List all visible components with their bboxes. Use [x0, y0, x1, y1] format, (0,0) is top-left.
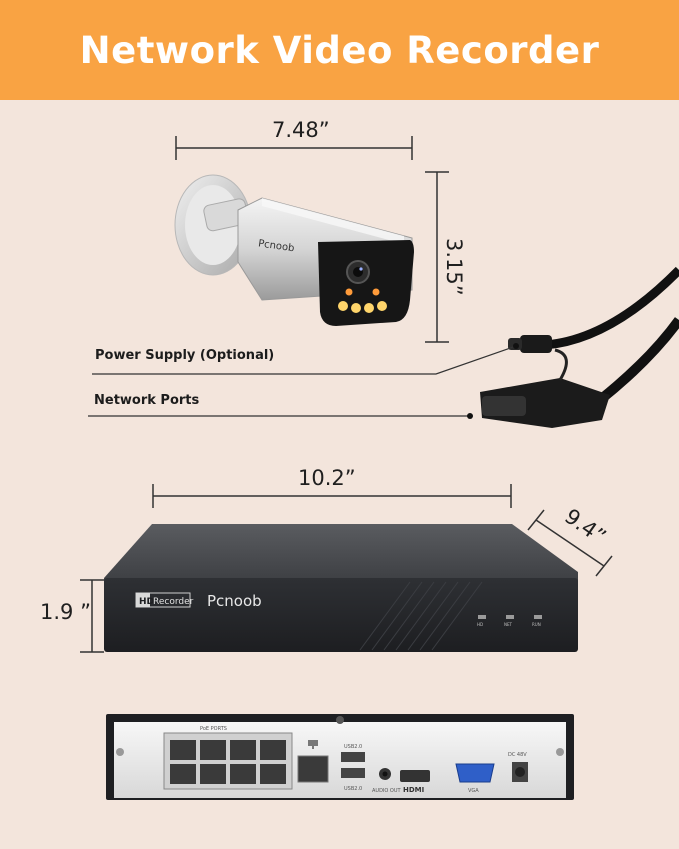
hd-badge: HD — [139, 597, 154, 607]
nvr-height-label: 1.9 ” — [40, 600, 91, 624]
dc-label: DC 48V — [508, 752, 527, 758]
nvr-width-dimension — [152, 484, 512, 508]
nvr-height-dimension — [80, 579, 104, 653]
usb-bottom-label: USB2.0 — [344, 786, 362, 792]
power-supply-label: Power Supply (Optional) — [95, 348, 275, 363]
nvr-depth-dimension — [527, 509, 613, 577]
camera-cables — [480, 266, 679, 428]
audio-out-label: AUDIO OUT — [372, 788, 402, 794]
led-hd-label: HD — [477, 622, 483, 627]
usb-top-label: USB2.0 — [344, 744, 362, 750]
hdmi-label: HDMI — [403, 786, 424, 794]
power-callout-line — [92, 343, 519, 375]
camera-width-label: 7.48” — [272, 118, 330, 142]
camera-brand-logo: Pcnoob — [257, 238, 295, 254]
nvr-back-panel — [106, 714, 574, 800]
bullet-camera — [174, 174, 414, 326]
nvr-brand-logo: Pcnoob — [207, 592, 262, 610]
network-ports-label: Network Ports — [94, 393, 200, 408]
led-net-label: NET — [504, 622, 513, 627]
led-run-label: RUN — [532, 622, 541, 627]
page-title: Network Video Recorder — [79, 28, 600, 72]
network-callout-line — [88, 413, 473, 419]
nvr-front-view — [104, 524, 578, 652]
camera-height-label: 3.15” — [442, 238, 466, 296]
recorder-label: Recorder — [153, 597, 194, 607]
poe-ports-label: PoE PORTS — [200, 726, 227, 732]
header-banner: Network Video Recorder — [0, 0, 679, 100]
vga-label: VGA — [468, 788, 479, 794]
camera-height-dimension — [425, 171, 449, 343]
camera-width-dimension — [175, 136, 413, 160]
nvr-width-label: 10.2” — [298, 466, 356, 490]
